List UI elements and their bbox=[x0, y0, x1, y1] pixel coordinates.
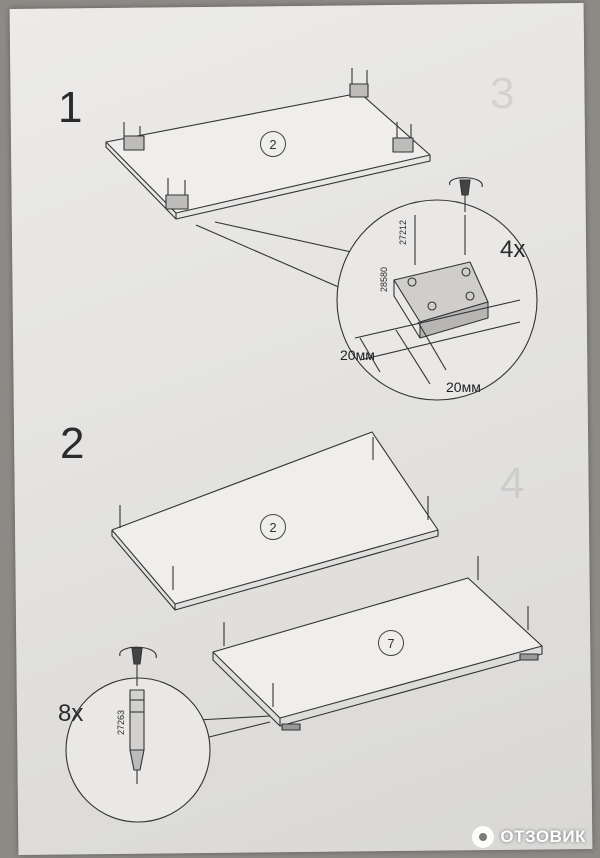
step-2-multiplier: 8x bbox=[58, 700, 84, 727]
watermark-text: ОТЗОВИК bbox=[500, 827, 586, 846]
zoom-line bbox=[214, 221, 366, 256]
step-1-multiplier: 4x bbox=[500, 236, 526, 263]
step-1-number: 1 bbox=[58, 83, 83, 132]
otzovik-logo-icon bbox=[472, 826, 495, 848]
step-2-number: 2 bbox=[60, 419, 85, 468]
step2-detail-circle bbox=[65, 646, 211, 823]
dimension-label: 20мм bbox=[446, 379, 481, 395]
part-code-foot: 28580 bbox=[379, 266, 389, 292]
part-label-circle: 7 bbox=[378, 630, 404, 656]
dimension-label: 20мм bbox=[340, 347, 375, 363]
part-code-dowel: 27263 bbox=[116, 709, 126, 735]
zoom-line bbox=[197, 715, 271, 721]
part-label-circle: 2 bbox=[260, 514, 286, 540]
part-label-circle: 2 bbox=[260, 131, 286, 157]
zoom-line bbox=[204, 721, 271, 739]
part-code-screw: 27212 bbox=[398, 219, 408, 245]
ghost-number: 4 bbox=[500, 459, 525, 508]
step1-detail-circle bbox=[336, 177, 538, 401]
step2-board-bottom bbox=[212, 556, 543, 731]
ghost-number: 3 bbox=[490, 69, 515, 118]
step1-feet bbox=[123, 68, 414, 210]
zoom-line bbox=[195, 224, 351, 293]
watermark: ОТЗОВИК bbox=[472, 826, 586, 848]
